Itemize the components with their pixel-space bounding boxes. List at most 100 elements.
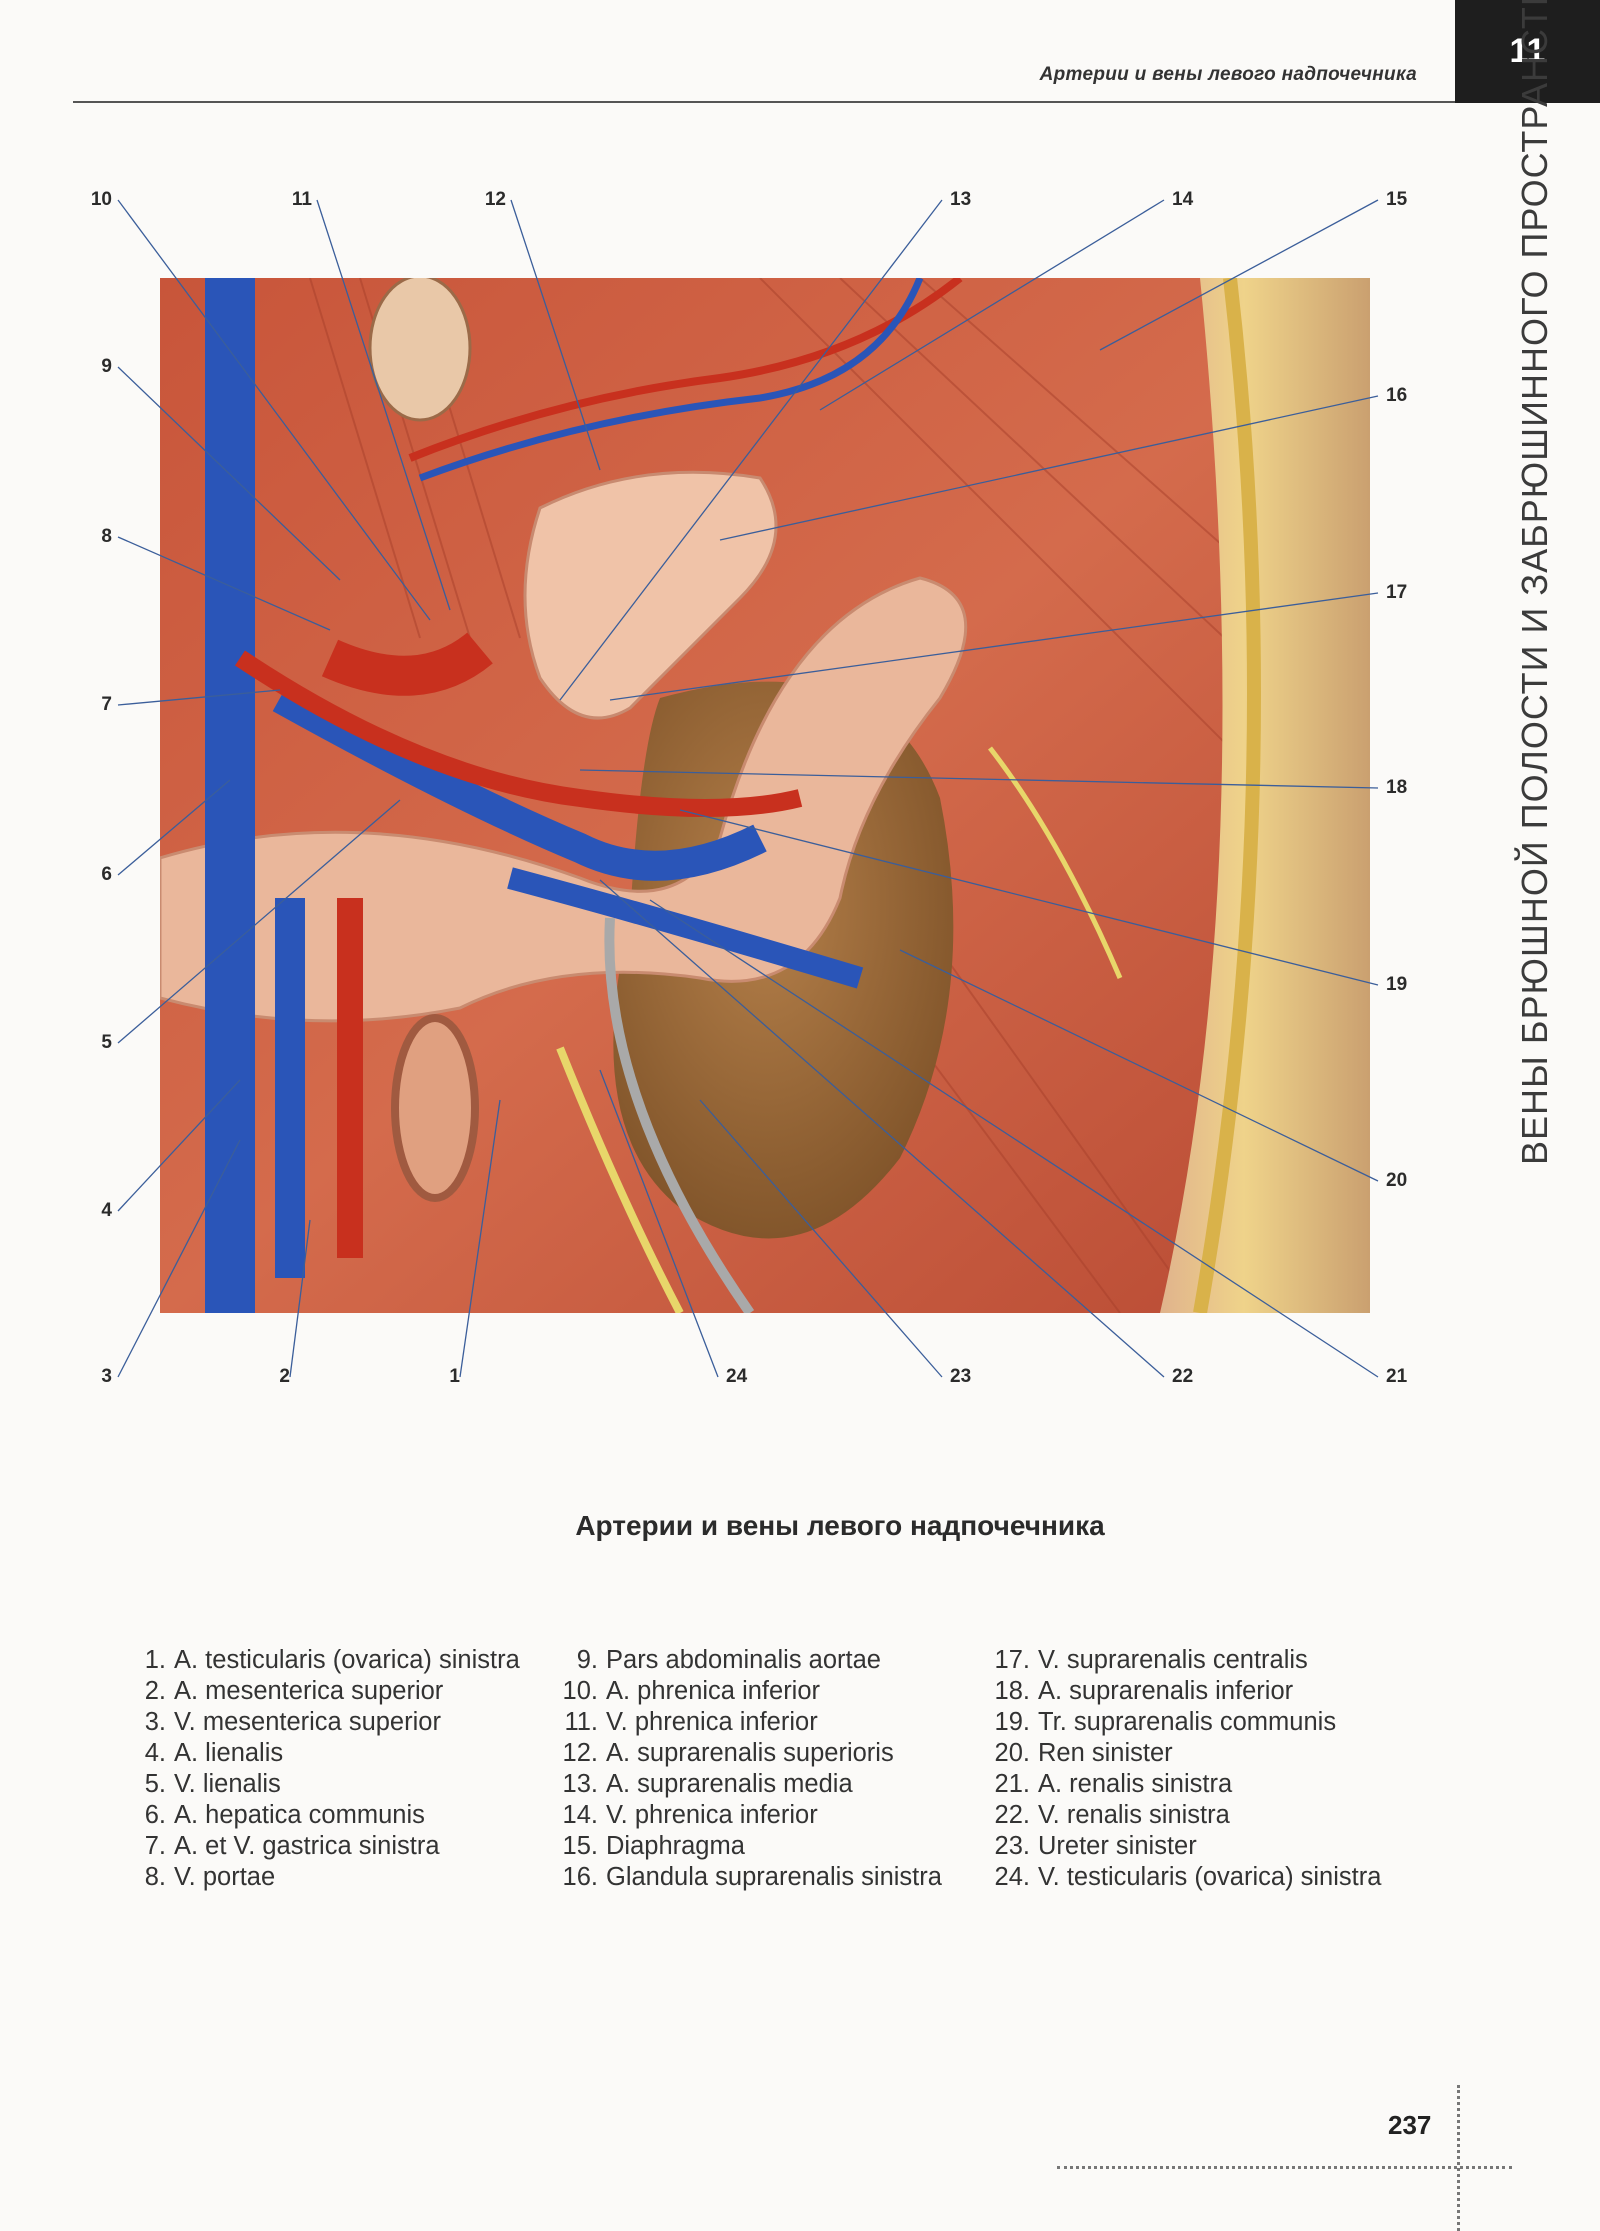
legend-number: 16. (562, 1863, 598, 1891)
legend-number: 11. (564, 1708, 598, 1736)
legend-text: A. renalis sinistra (1038, 1770, 1233, 1798)
legend-number: 17. (994, 1646, 1030, 1674)
legend-text: A. et V. gastrica sinistra (174, 1832, 440, 1860)
legend-text: V. lienalis (174, 1770, 281, 1798)
legend-item: 13.A. suprarenalis media (558, 1769, 942, 1800)
legend-text: A. lienalis (174, 1739, 284, 1767)
legend-item: 8. V. portae (126, 1862, 520, 1893)
legend-number: 23. (994, 1832, 1030, 1860)
callout-label-16: 16 (1386, 385, 1408, 406)
callout-label-14: 14 (1172, 189, 1194, 210)
legend-number: 1. (144, 1646, 166, 1674)
legend-text: Glandula suprarenalis sinistra (606, 1863, 942, 1891)
side-title: ВЕНЫ БРЮШНОЙ ПОЛОСТИ И ЗАБРЮШИННОГО ПРОС… (1514, 0, 1555, 1165)
legend-item: 18. A. suprarenalis inferior (990, 1676, 1381, 1707)
legend-item: 15. Diaphragma (558, 1831, 942, 1862)
legend-number: 15. (562, 1832, 598, 1860)
legend-text: Pars abdominalis aortae (606, 1646, 881, 1674)
legend-number: 19. (994, 1708, 1030, 1736)
legend-item: 20. Ren sinister (990, 1738, 1381, 1769)
legend-item: 1. A. testicularis (ovarica) sinistra (126, 1645, 520, 1676)
legend-number: 9. (576, 1646, 598, 1674)
legend-item: 12. A. suprarenalis superioris (558, 1738, 942, 1769)
legend-text: V. testicularis (ovarica) sinistra (1038, 1863, 1382, 1891)
legend-number: 12. (562, 1739, 598, 1767)
legend-item: 16. Glandula suprarenalis sinistra (558, 1862, 942, 1893)
legend-number: 10. (562, 1677, 598, 1705)
anatomy-drawing (160, 278, 1370, 1313)
legend-item: 24. V. testicularis (ovarica) sinistra (990, 1862, 1382, 1893)
legend-text: V. phrenica inferior (606, 1801, 818, 1829)
legend-number: 4. (144, 1739, 166, 1767)
legend-number: 21. (994, 1770, 1030, 1798)
legend-item: 21. A. renalis sinistra (990, 1769, 1381, 1800)
legend-number: 2. (144, 1677, 166, 1705)
legend-text: Ren sinister (1038, 1739, 1173, 1767)
legend-text: Ureter sinister (1038, 1832, 1197, 1860)
anatomical-illustration (160, 278, 1370, 1313)
legend-number: 8. (144, 1863, 166, 1891)
legend-number: 20. (994, 1739, 1030, 1767)
legend-text: V. portae (174, 1863, 276, 1891)
callout-label-18: 18 (1386, 777, 1408, 798)
legend-number: 5. (144, 1770, 166, 1798)
figure-title: Артерии и вены левого надпочечника (575, 1510, 1105, 1541)
legend-item: 7. A. et V. gastrica sinistra (126, 1831, 520, 1862)
header-rule (73, 101, 1455, 103)
chapter-tab: 11 (1455, 0, 1600, 103)
legend-number: 7. (144, 1832, 166, 1860)
callout-label-21: 21 (1386, 1366, 1408, 1387)
legend-text: A. testicularis (ovarica) sinistra (174, 1646, 520, 1674)
legend-text: A. hepatica communis (174, 1801, 425, 1829)
splenic-artery (235, 650, 803, 817)
legend-number: 6. (144, 1801, 166, 1829)
legend-text: V. suprarenalis centralis (1038, 1646, 1308, 1674)
legend-item: 22.V. renalis sinistra (990, 1800, 1381, 1831)
callout-label-22: 22 (1172, 1366, 1194, 1387)
callout-label-4: 4 (101, 1200, 112, 1221)
callout-label-15: 15 (1386, 189, 1408, 210)
legend-text: V. renalis sinistra (1038, 1801, 1230, 1829)
legend-item: 6. A. hepatica communis (126, 1800, 520, 1831)
legend-item: 5. V. lienalis (126, 1769, 520, 1800)
legend-item: 11. V. phrenica inferior (558, 1707, 942, 1738)
footer-dotted-divider (1457, 2085, 1460, 2231)
legend-number: 14. (562, 1801, 598, 1829)
page-number: 237 (1388, 2110, 1432, 2140)
legend-item: 10. A. phrenica inferior (558, 1676, 942, 1707)
legend-text: A. mesenterica superior (174, 1677, 444, 1705)
callout-label-9: 9 (101, 356, 112, 377)
legend-column-3: 17. V. suprarenalis centralis 18. A. supra… (990, 1645, 1382, 1893)
callout-label-1: 1 (449, 1366, 460, 1387)
callout-label-7: 7 (101, 694, 112, 715)
callout-label-12: 12 (484, 189, 506, 210)
legend-text: A. suprarenalis superioris (606, 1739, 894, 1767)
legend-text: V. mesenterica superior (174, 1708, 441, 1736)
callout-label-10: 10 (90, 189, 112, 210)
legend-text: A. suprarenalis inferior (1038, 1677, 1294, 1705)
legend-item: 14. V. phrenica inferior (558, 1800, 942, 1831)
legend-number: 3. (144, 1708, 166, 1736)
callout-label-5: 5 (101, 1032, 112, 1053)
legend-item: 19. Tr. suprarenalis communis (990, 1707, 1381, 1738)
legend-text: V. phrenica inferior (606, 1708, 818, 1736)
callout-label-8: 8 (101, 526, 112, 547)
footer-dotted-rule (1057, 2166, 1512, 2169)
legend-item: 2. A. mesenterica superior (126, 1676, 520, 1707)
legend-item: 4. A. lienalis (126, 1738, 520, 1769)
legend-text: Diaphragma (606, 1832, 745, 1860)
legend-text: A. suprarenalis media (606, 1770, 853, 1798)
legend-column-2: 9. Pars abdominalis aortae 10. A. phrenica… (558, 1645, 942, 1893)
legend-item: 3. V. mesenterica superior (126, 1707, 520, 1738)
aorta (321, 632, 493, 696)
legend-text: A. phrenica inferior (606, 1677, 821, 1705)
legend-column-1: 1. A. testicularis (ovarica) sinistra 2. A… (126, 1645, 520, 1893)
callout-label-6: 6 (101, 864, 112, 885)
legend-number: 24. (994, 1863, 1030, 1891)
legend-item: 23. Ureter sinister (990, 1831, 1381, 1862)
legend-number: 18. (994, 1677, 1030, 1705)
callout-label-17: 17 (1386, 582, 1408, 603)
legend-text: Tr. suprarenalis communis (1038, 1708, 1337, 1736)
running-head: Артерии и вены левого надпочечника (1039, 64, 1417, 85)
callout-label-3: 3 (101, 1366, 112, 1387)
